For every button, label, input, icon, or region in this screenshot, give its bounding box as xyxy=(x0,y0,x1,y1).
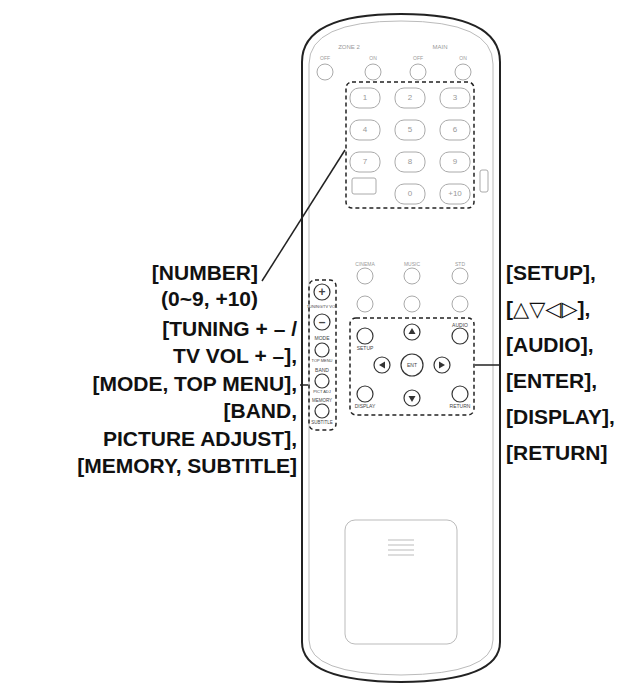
button-label: PICT ADJ xyxy=(313,390,331,394)
button-label: RETURN xyxy=(450,404,471,409)
callout-text: [MEMORY, SUBTITLE] xyxy=(77,455,297,476)
callout-text: [MODE, TOP MENU], xyxy=(92,373,297,394)
callout-text: [BAND, xyxy=(224,400,298,421)
key-number: 7 xyxy=(363,158,367,166)
button-label: ON xyxy=(369,56,377,61)
key-number: 1 xyxy=(363,94,367,102)
key-number: 3 xyxy=(453,94,457,102)
remote-rim xyxy=(309,21,493,675)
leader-lines xyxy=(262,150,501,385)
callout-text: [RETURN] xyxy=(506,442,607,463)
callout-text: [TUNING + – / xyxy=(162,318,297,339)
remote-body xyxy=(302,14,500,682)
button-label: MUSIC xyxy=(404,262,420,267)
arrow-symbols xyxy=(379,328,445,402)
button-label: SUBTITLE xyxy=(311,421,333,426)
dashed-groups xyxy=(309,82,474,430)
button-label: BAND xyxy=(315,368,329,373)
button-label: MAIN xyxy=(433,44,448,50)
key-number: 0 xyxy=(408,190,412,198)
button-label: MODE xyxy=(315,336,330,341)
button-label: TOP MENU xyxy=(312,359,333,363)
callout-text: [AUDIO], xyxy=(506,334,594,355)
buttons xyxy=(317,64,488,312)
callout-text: [ENTER], xyxy=(506,370,597,391)
button-symbol: – xyxy=(319,316,326,328)
key-number: 8 xyxy=(408,158,412,166)
key-number: 6 xyxy=(453,126,457,134)
key-number: +10 xyxy=(448,190,462,198)
button-label: ZONE 2 xyxy=(338,44,360,50)
button-symbol: + xyxy=(318,286,325,298)
callout-text: TV VOL + –], xyxy=(173,345,297,366)
button-label: TUNING/TV VOL xyxy=(307,305,338,309)
callout-text: [DISPLAY], xyxy=(506,406,615,427)
button-label: ENT xyxy=(407,363,417,368)
key-number: 4 xyxy=(363,126,367,134)
button-label: DISPLAY xyxy=(355,404,376,409)
callout-text: [△▽◁▷], xyxy=(506,298,590,319)
callout-text: [SETUP], xyxy=(506,262,596,283)
button-label: CINEMA xyxy=(355,262,374,267)
key-number: 5 xyxy=(408,126,412,134)
key-number: 2 xyxy=(408,94,412,102)
callout-text: PICTURE ADJUST], xyxy=(103,428,297,449)
button-label: ON xyxy=(459,56,467,61)
button-label: OFF xyxy=(320,56,330,61)
key-number: 9 xyxy=(453,158,457,166)
button-label: OFF xyxy=(413,56,423,61)
button-label: STD xyxy=(455,262,465,267)
button-label: MEMORY xyxy=(312,399,332,404)
battery-lid xyxy=(345,520,457,644)
callout-text: (0~9, +10) xyxy=(161,288,258,309)
button-label: SETUP xyxy=(357,346,374,351)
callout-text: [NUMBER] xyxy=(152,262,258,283)
button-label: AUDIO xyxy=(452,323,468,328)
